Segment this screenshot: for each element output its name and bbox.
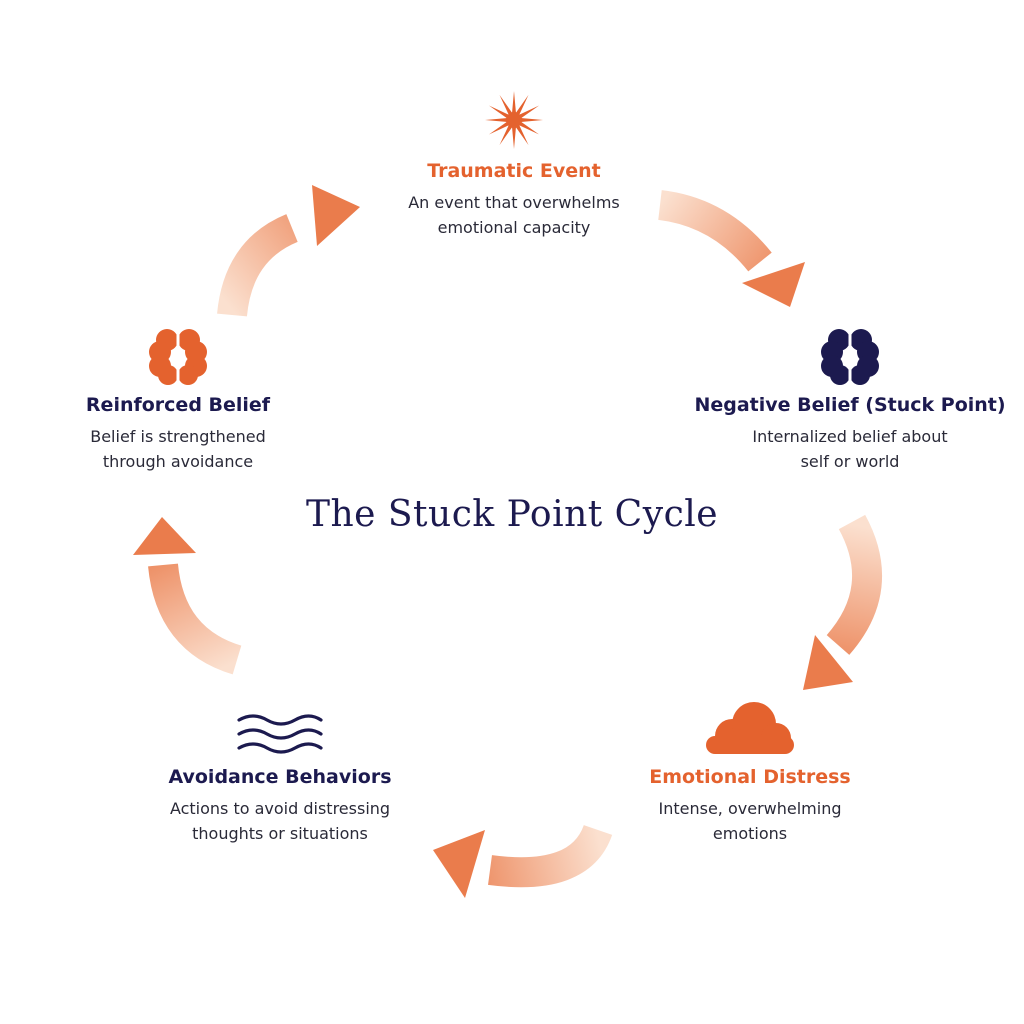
arrow-reinforced-to-traumatic (217, 185, 360, 317)
waves-icon (237, 714, 323, 754)
arrow-distress-to-avoidance (433, 824, 613, 898)
node-title: Negative Belief (Stuck Point) (694, 394, 1006, 416)
node-description: Belief is strengthened through avoidance (90, 427, 266, 471)
node-title: Traumatic Event (427, 160, 601, 182)
node-description: Intense, overwhelming emotions (658, 799, 842, 843)
arrow-avoidance-to-reinforced (133, 517, 242, 675)
node-traumatic-event: Traumatic Event An event that overwhelms… (364, 88, 664, 240)
arrow-negative-to-distress (803, 514, 883, 690)
node-reinforced-belief: Reinforced Belief Belief is strengthened… (48, 326, 308, 474)
arrow-traumatic-to-negative (657, 190, 805, 307)
starburst-icon (485, 91, 543, 149)
node-avoidance-behaviors: Avoidance Behaviors Actions to avoid dis… (135, 710, 425, 846)
node-description: Internalized belief about self or world (752, 427, 948, 471)
cloud-icon (706, 702, 794, 754)
node-title: Emotional Distress (649, 766, 851, 788)
brain-icon (149, 328, 207, 386)
node-title: Reinforced Belief (85, 394, 271, 416)
node-negative-belief: Negative Belief (Stuck Point) Internaliz… (680, 326, 1020, 474)
node-emotional-distress: Emotional Distress Intense, overwhelming… (610, 700, 890, 846)
brain-icon (821, 328, 879, 386)
node-title: Avoidance Behaviors (168, 766, 392, 788)
node-description: An event that overwhelms emotional capac… (408, 193, 620, 237)
diagram-title: The Stuck Point Cycle (305, 494, 719, 535)
node-description: Actions to avoid distressing thoughts or… (169, 799, 391, 843)
